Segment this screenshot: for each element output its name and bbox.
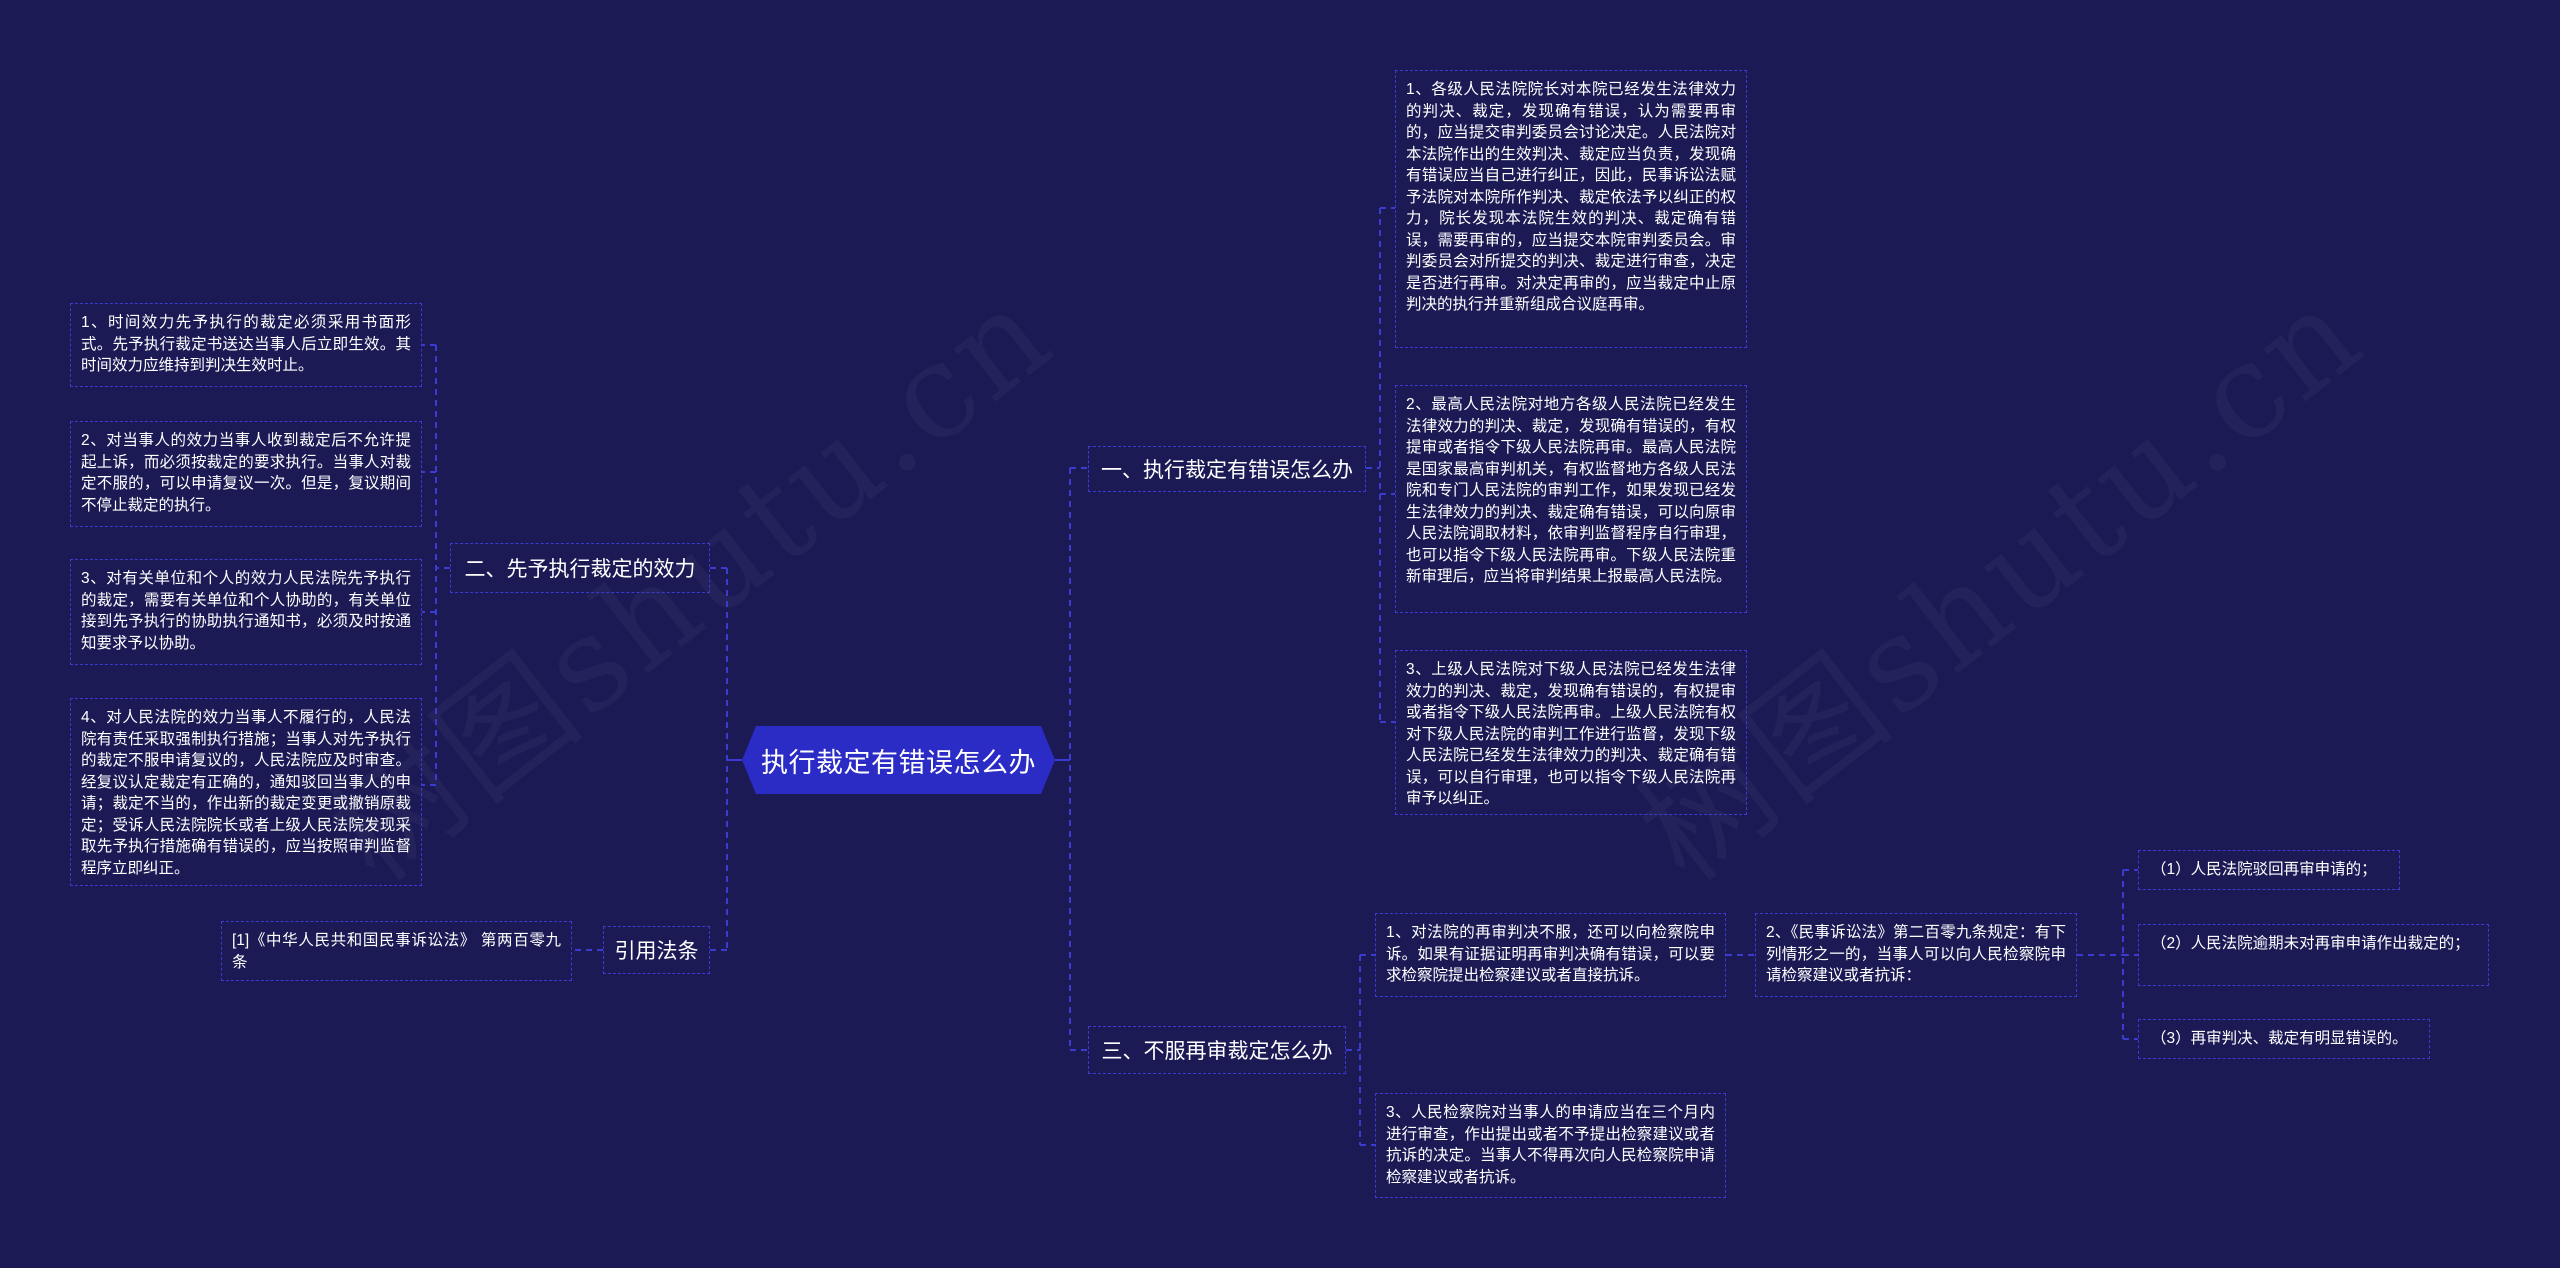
leaf-node[interactable]: 3、对有关单位和个人的效力人民法院先予执行的裁定，需要有关单位和个人协助的，有关…	[70, 559, 422, 665]
root-node[interactable]: 执行裁定有错误怎么办	[742, 726, 1055, 794]
leaf-node[interactable]: 2、最高人民法院对地方各级人民法院已经发生法律效力的判决、裁定，发现确有错误的，…	[1395, 385, 1747, 613]
branch-node-2[interactable]: 二、先予执行裁定的效力	[450, 543, 710, 593]
leaf-node[interactable]: 3、人民检察院对当事人的申请应当在三个月内进行审查，作出提出或者不予提出检察建议…	[1375, 1093, 1726, 1198]
branch-label: 一、执行裁定有错误怎么办	[1101, 459, 1353, 482]
branch-label: 引用法条	[614, 940, 699, 963]
leaf-node[interactable]: 1、各级人民法院院长对本院已经发生法律效力的判决、裁定，发现确有错误，认为需要再…	[1395, 70, 1747, 348]
root-label: 执行裁定有错误怎么办	[761, 747, 1036, 778]
branch-node-3[interactable]: 三、不服再审裁定怎么办	[1088, 1026, 1346, 1074]
sub-leaf-node[interactable]: （3）再审判决、裁定有明显错误的。	[2138, 1019, 2430, 1059]
leaf-node[interactable]: 4、对人民法院的效力当事人不履行的，人民法院有责任采取强制执行措施；当事人对先予…	[70, 698, 422, 886]
branch-label: 三、不服再审裁定怎么办	[1101, 1040, 1333, 1063]
sub-leaf-node[interactable]: （1）人民法院驳回再审申请的；	[2138, 850, 2400, 890]
leaf-node[interactable]: 2、《民事诉讼法》第二百零九条规定：有下列情形之一的，当事人可以向人民检察院申请…	[1755, 913, 2077, 997]
leaf-node[interactable]: 3、上级人民法院对下级人民法院已经发生法律效力的判决、裁定，发现确有错误的，有权…	[1395, 650, 1747, 815]
branch-label: 二、先予执行裁定的效力	[464, 558, 696, 581]
leaf-node[interactable]: 1、时间效力先予执行的裁定必须采用书面形式。先予执行裁定书送达当事人后立即生效。…	[70, 303, 422, 387]
leaf-node[interactable]: 2、对当事人的效力当事人收到裁定后不允许提起上诉，而必须按裁定的要求执行。当事人…	[70, 421, 422, 527]
branch-node-citation[interactable]: 引用法条	[603, 926, 710, 974]
citation-leaf[interactable]: [1]《中华人民共和国民事诉讼法》 第两百零九条	[221, 921, 572, 981]
branch-node-1[interactable]: 一、执行裁定有错误怎么办	[1088, 446, 1366, 492]
leaf-node[interactable]: 1、对法院的再审判决不服，还可以向检察院申诉。如果有证据证明再审判决确有错误，可…	[1375, 913, 1726, 997]
sub-leaf-node[interactable]: （2）人民法院逾期未对再审申请作出裁定的；	[2138, 924, 2489, 986]
